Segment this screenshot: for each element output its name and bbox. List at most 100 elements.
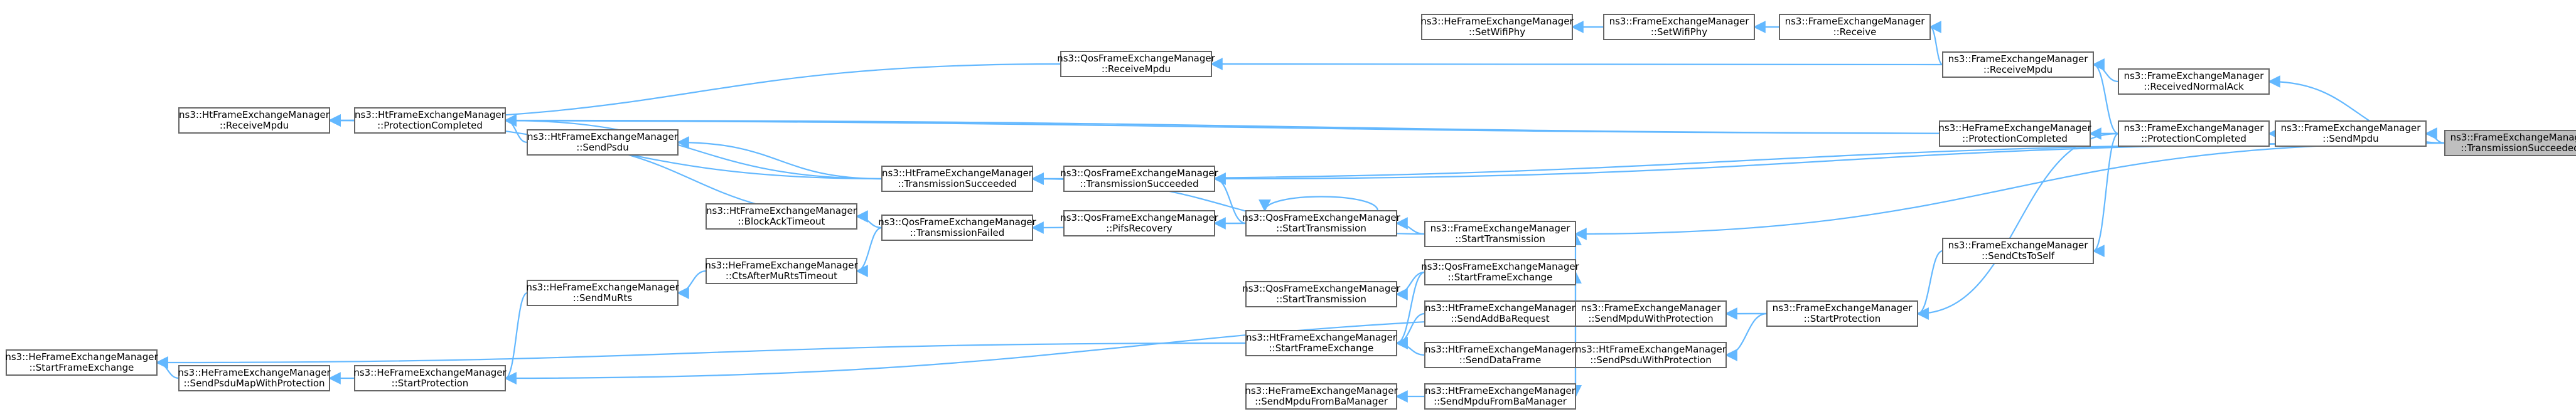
call-edge-fem_st-to-qos_st <box>1395 217 1425 235</box>
graph-node-he_smfbm[interactable]: ns3::HeFrameExchangeManager::SendMpduFro… <box>1245 383 1398 410</box>
call-edge-fem_scts-to-fem_sp <box>1916 250 1943 320</box>
node-label-line2: ::ProtectionCompleted <box>1962 133 2068 144</box>
node-label-line2: ::StartFrameExchange <box>1269 342 1374 354</box>
node-box <box>881 215 1033 241</box>
graph-node-qos_rmpdu[interactable]: ns3::QosFrameExchangeManager::ReceiveMpd… <box>1057 51 1216 77</box>
call-edge-ht_saba-to-ht_sfe <box>1395 312 1425 349</box>
node-box <box>1575 342 1727 368</box>
node-label-line2: ::TransmissionSucceeded <box>2461 142 2576 154</box>
graph-node-qos_sfe[interactable]: ns3::QosFrameExchangeManager::StartFrame… <box>1421 259 1580 285</box>
graph-node-fem_smwp[interactable]: ns3::FrameExchangeManager::SendMpduWithP… <box>1575 300 1727 327</box>
node-box <box>706 258 857 284</box>
graph-node-fem_rna[interactable]: ns3::FrameExchangeManager::ReceivedNorma… <box>2118 68 2270 95</box>
call-edge-qos_sfe-to-qos_st2 <box>1395 271 1425 300</box>
graph-node-he_pc[interactable]: ns3::HeFrameExchangeManager::ProtectionC… <box>1938 120 2091 147</box>
node-box <box>1245 210 1397 236</box>
node-box <box>2444 130 2576 156</box>
call-edge-fem_pc-to-fem_scts <box>2092 132 2119 257</box>
graph-node-ht_rmpdu[interactable]: ns3::HtFrameExchangeManager::ReceiveMpdu <box>178 107 330 134</box>
graph-node-qos_tf[interactable]: ns3::QosFrameExchangeManager::Transmissi… <box>878 215 1037 241</box>
graph-node-ht_bat[interactable]: ns3::HtFrameExchangeManager::BlockAckTim… <box>706 203 857 230</box>
node-label-line1: ns3::HtFrameExchangeManager <box>527 131 679 142</box>
node-label-line2: ::Receive <box>1833 26 1877 38</box>
node-label-line2: ::TransmissionFailed <box>910 227 1005 238</box>
graph-node-fem_recv[interactable]: ns3::FrameExchangeManager::Receive <box>1779 14 1931 40</box>
call-edge-fem_pc-to-fem_rmpdu <box>2092 58 2119 135</box>
graph-node-he_camrt[interactable]: ns3::HeFrameExchangeManager::CtsAfterMuR… <box>705 258 858 284</box>
node-label-line2: ::StartTransmission <box>1276 294 1366 305</box>
graph-node-ht_ts[interactable]: ns3::HtFrameExchangeManager::Transmissio… <box>881 166 1033 192</box>
node-box <box>1942 51 2094 78</box>
node-box <box>2275 120 2427 147</box>
call-edge-he_smurts-to-he_sp <box>504 292 528 385</box>
node-label-line2: ::ProtectionCompleted <box>2141 133 2246 144</box>
graph-node-ht_pc[interactable]: ns3::HtFrameExchangeManager::ProtectionC… <box>354 107 506 134</box>
graph-node-fem_swp[interactable]: ns3::FrameExchangeManager::SetWifiPhy <box>1603 14 1755 40</box>
node-label-line1: ns3::HtFrameExchangeManager <box>179 109 330 120</box>
node-label-line2: ::StartTransmission <box>1455 233 1545 245</box>
node-label-line2: ::StartProtection <box>1804 313 1881 324</box>
call-edge-fem_pc-to-fem_sp <box>1916 132 2119 320</box>
node-label-line2: ::SendPsduWithProtection <box>1590 354 1711 366</box>
node-label-line1: ns3::FrameExchangeManager <box>2450 132 2576 143</box>
call-edge-fem_pc-to-ht_rmpdu <box>328 114 2119 135</box>
graph-node-qos_ts[interactable]: ns3::QosFrameExchangeManager::Transmissi… <box>1060 166 1219 192</box>
node-label-line1: ns3::HtFrameExchangeManager <box>355 109 506 120</box>
graph-node-ht_spsdu[interactable]: ns3::HtFrameExchangeManager::SendPsdu <box>527 129 679 156</box>
node-box <box>1245 383 1397 410</box>
node-label-line2: ::SendDataFrame <box>1459 354 1541 366</box>
node-box <box>1575 300 1727 327</box>
graph-node-ht_spwp[interactable]: ns3::HtFrameExchangeManager::SendPsduWit… <box>1575 342 1727 368</box>
node-label-line1: ns3::FrameExchangeManager <box>1785 16 1926 27</box>
node-box <box>527 129 679 156</box>
node-label-line2: ::SendMpduWithProtection <box>1588 313 1713 324</box>
node-label-line1: ns3::QosFrameExchangeManager <box>1242 212 1400 223</box>
graph-node-he_smurts[interactable]: ns3::HeFrameExchangeManager::SendMuRts <box>526 280 679 306</box>
graph-node-qos_st2[interactable]: ns3::QosFrameExchangeManager::StartTrans… <box>1242 281 1401 307</box>
node-label-line1: ns3::HeFrameExchangeManager <box>178 367 331 378</box>
graph-node-fem_rmpdu[interactable]: ns3::FrameExchangeManager::ReceiveMpdu <box>1942 51 2094 78</box>
node-box <box>1421 14 1573 40</box>
graph-node-qos_pr[interactable]: ns3::QosFrameExchangeManager::PifsRecove… <box>1060 210 1219 236</box>
graph-node-ht_sdf[interactable]: ns3::HtFrameExchangeManager::SendDataFra… <box>1424 342 1576 368</box>
graph-node-ht_sfe[interactable]: ns3::HtFrameExchangeManager::StartFrameE… <box>1245 330 1397 356</box>
node-label-line2: ::PifsRecovery <box>1106 223 1173 234</box>
node-label-line2: ::StartFrameExchange <box>1448 272 1553 283</box>
node-label-line2: ::SetWifiPhy <box>1651 26 1707 38</box>
node-label-line2: ::StartTransmission <box>1276 223 1366 234</box>
graph-node-ht_saba[interactable]: ns3::HtFrameExchangeManager::SendAddBaRe… <box>1424 300 1576 327</box>
node-label-line1: ns3::FrameExchangeManager <box>1773 302 1913 314</box>
graph-node-he_spmwp[interactable]: ns3::HeFrameExchangeManager::SendPsduMap… <box>178 365 331 391</box>
node-box <box>1063 166 1215 192</box>
graph-node-fem_pc[interactable]: ns3::FrameExchangeManager::ProtectionCom… <box>2118 120 2270 147</box>
graph-node-ht_smfbm[interactable]: ns3::HtFrameExchangeManager::SendMpduFro… <box>1424 383 1576 410</box>
node-label-line1: ns3::HtFrameExchangeManager <box>1575 344 1727 355</box>
graph-node-target[interactable]: ns3::FrameExchangeManager::TransmissionS… <box>2444 130 2576 156</box>
node-label-line2: ::SendMpdu <box>2322 133 2378 144</box>
graph-node-he_sfe[interactable]: ns3::HeFrameExchangeManager::StartFrameE… <box>5 349 158 376</box>
graph-node-qos_st[interactable]: ns3::QosFrameExchangeManager::StartTrans… <box>1242 210 1401 236</box>
node-label-line1: ns3::QosFrameExchangeManager <box>1421 261 1579 272</box>
graph-node-fem_sp[interactable]: ns3::FrameExchangeManager::StartProtecti… <box>1766 300 1918 327</box>
node-box <box>1424 221 1576 247</box>
node-label-line1: ns3::HtFrameExchangeManager <box>1425 302 1576 314</box>
node-label-line1: ns3::FrameExchangeManager <box>1581 302 1722 314</box>
node-box <box>1060 51 1212 77</box>
graph-node-fem_sendmpdu[interactable]: ns3::FrameExchangeManager::SendMpdu <box>2275 120 2427 147</box>
node-label-line1: ns3::QosFrameExchangeManager <box>1057 53 1215 64</box>
node-label-line1: ns3::FrameExchangeManager <box>1430 223 1571 234</box>
node-label-line2: ::ReceivedNormalAck <box>2144 81 2244 92</box>
node-box <box>527 280 679 306</box>
node-label-line1: ns3::FrameExchangeManager <box>2124 70 2265 82</box>
graph-node-he_sp[interactable]: ns3::HeFrameExchangeManager::StartProtec… <box>353 365 507 391</box>
graph-node-fem_st[interactable]: ns3::FrameExchangeManager::StartTransmis… <box>1424 221 1576 247</box>
node-box <box>881 166 1033 192</box>
node-box <box>1424 383 1576 410</box>
node-label-line2: ::CtsAfterMuRtsTimeout <box>726 270 837 282</box>
node-label-line1: ns3::HtFrameExchangeManager <box>1425 344 1576 355</box>
node-label-line1: ns3::HtFrameExchangeManager <box>706 205 857 216</box>
node-box <box>178 107 330 134</box>
graph-node-he_swp[interactable]: ns3::HeFrameExchangeManager::SetWifiPhy <box>1420 14 1574 40</box>
graph-node-fem_scts[interactable]: ns3::FrameExchangeManager::SendCtsToSelf <box>1942 238 2094 264</box>
node-label-line1: ns3::FrameExchangeManager <box>1948 53 2089 65</box>
